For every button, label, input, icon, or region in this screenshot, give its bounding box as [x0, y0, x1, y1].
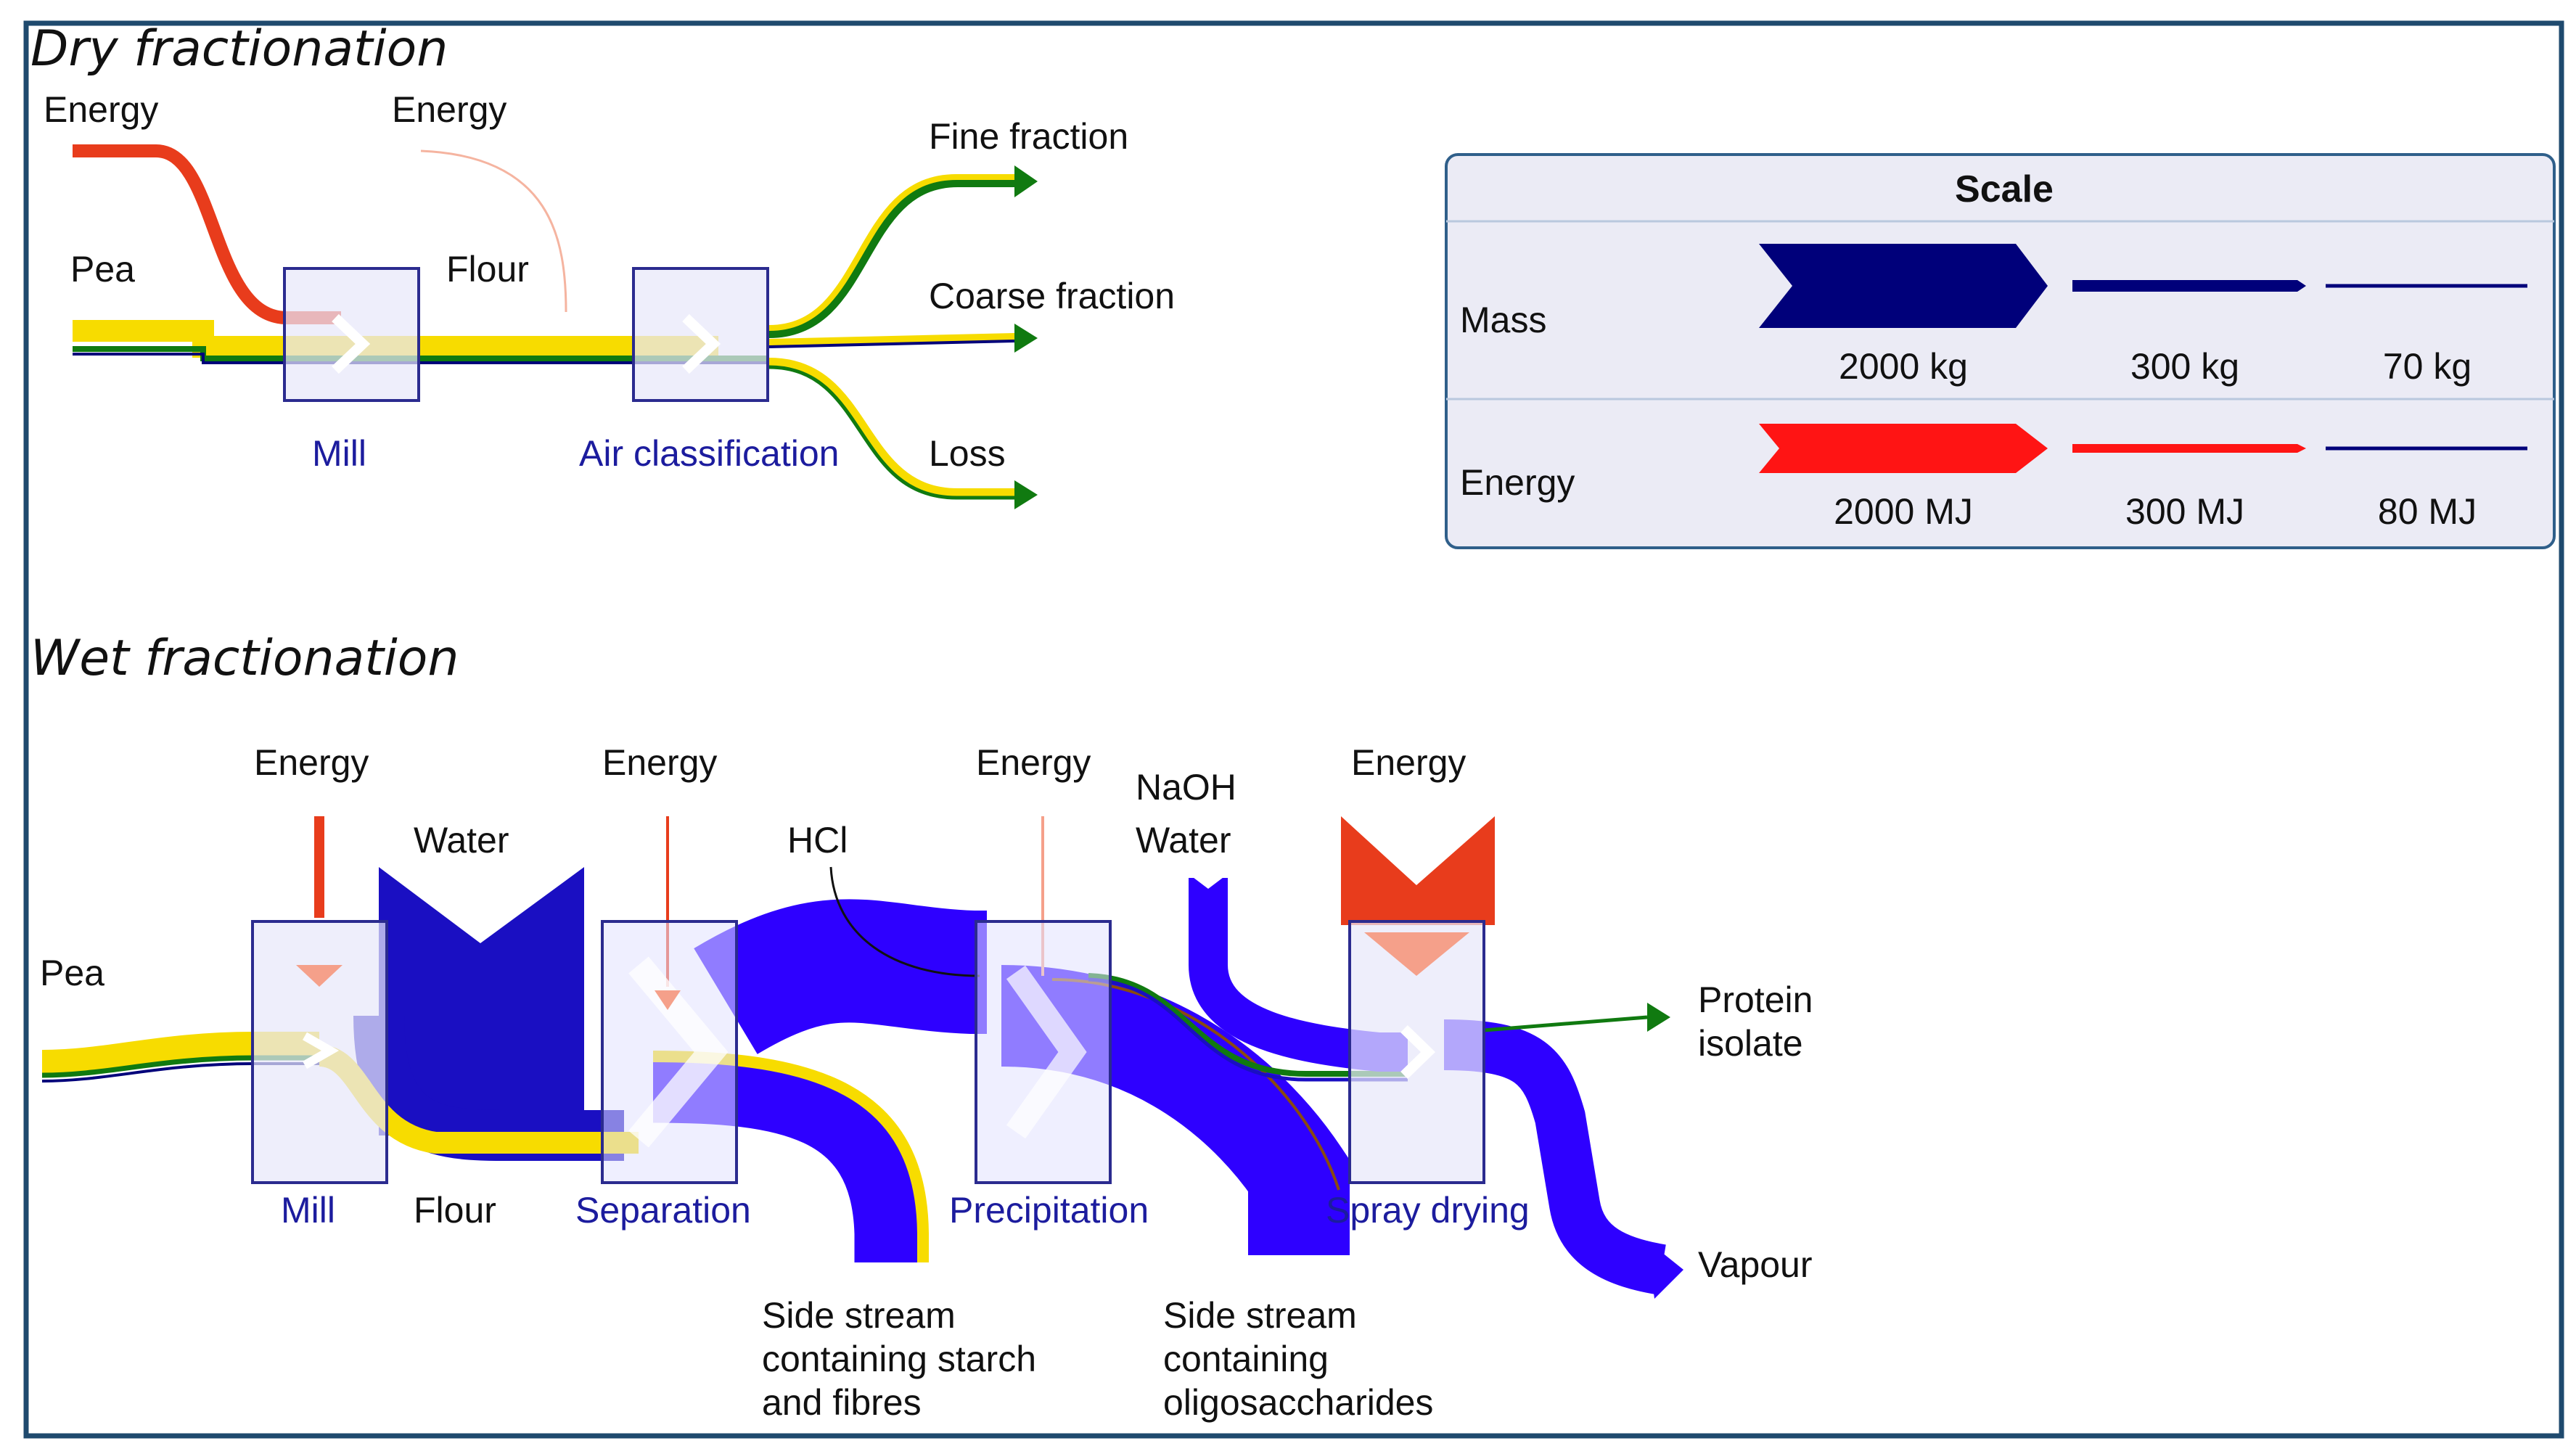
wet-precipitation-box [975, 920, 1112, 1184]
dry-energy-label-2: Energy [392, 89, 506, 130]
wet-vapour-flow [1443, 1019, 1667, 1295]
wet-precipitation-chevron [1006, 965, 1087, 1139]
arrow-fine-fraction [1014, 165, 1038, 197]
dry-coarse-flow [768, 333, 1017, 346]
wet-separation-label: Separation [575, 1190, 751, 1231]
dry-fine-flow-yellow [768, 174, 1014, 331]
wet-mill-energy-arrow [296, 965, 342, 987]
dry-flour-label: Flour [446, 249, 529, 289]
dry-energy-flow-1 [73, 144, 341, 324]
wet-side-stream-2-label-3: oligosaccharides [1163, 1382, 1433, 1423]
wet-spray-drying-chevron [1400, 1024, 1436, 1080]
wet-protein-isolate-label-1: Protein [1698, 979, 1813, 1020]
wet-protein-to-drying [1088, 973, 1408, 1077]
wet-water2-label: Water [1136, 820, 1231, 861]
dry-air-classification-label: Air classification [579, 433, 839, 474]
scale-energy-300-arrow [2072, 444, 2306, 453]
dry-pea-flow [73, 320, 718, 358]
scale-mass-2000-arrow [1759, 244, 2048, 328]
wet-protein-isolate-flow [1483, 1015, 1648, 1032]
dry-energy-label-1: Energy [44, 89, 158, 130]
wet-side-stream-2-label-1: Side stream [1163, 1295, 1357, 1336]
scale-mass-300-arrow [2072, 280, 2306, 292]
wet-spray-drying-label: Spray drying [1326, 1190, 1530, 1231]
dry-coarse-flow-blue [768, 340, 1017, 348]
scale-mass-label: Mass [1460, 300, 1546, 340]
dry-mill-chevron [332, 313, 371, 374]
wet-pea-flow [41, 1032, 319, 1076]
dry-fine-fraction-label: Fine fraction [929, 116, 1128, 157]
wet-energy-label-4: Energy [1351, 742, 1466, 783]
arrow-protein-isolate [1647, 1003, 1670, 1032]
wet-energy-label-3: Energy [976, 742, 1091, 783]
wet-side-stream-1-label-2: containing starch [762, 1339, 1036, 1379]
arrow-loss [1014, 480, 1038, 509]
wet-vapour-label: Vapour [1698, 1244, 1813, 1285]
wet-main-stream [694, 899, 987, 1055]
wet-side-stream-1-label-3: and fibres [762, 1382, 922, 1423]
scale-energy-value-3: 80 MJ [2378, 491, 2477, 532]
wet-pea-mass [41, 1062, 319, 1083]
dry-pea-label: Pea [70, 249, 135, 289]
wet-separation-energy-arrow [655, 990, 681, 1010]
wet-mass-to-drying [1088, 977, 1408, 1082]
wet-hcl-label: HCl [787, 820, 848, 861]
wet-spray-drying-energy-arrow [1364, 932, 1469, 976]
wet-flour-label: Flour [414, 1190, 496, 1231]
wet-precipitation-label: Precipitation [949, 1190, 1149, 1231]
wet-section-title: Wet fractionation [30, 630, 459, 687]
scale-mass-value-2: 300 kg [2130, 346, 2239, 387]
scale-mass-value-3: 70 kg [2383, 346, 2472, 387]
scale-energy-value-1: 2000 MJ [1834, 491, 1973, 532]
wet-side-stream-1-label-1: Side stream [762, 1295, 956, 1336]
dry-section-title: Dry fractionation [30, 20, 448, 78]
wet-water-input [379, 867, 584, 1135]
wet-hcl-line [829, 866, 980, 977]
outer-frame [23, 20, 2564, 1439]
wet-pea-label: Pea [40, 953, 104, 993]
dry-air-chevron [682, 313, 721, 374]
dry-mill-label: Mill [312, 433, 366, 474]
wet-mill-chevron [303, 1032, 340, 1069]
scale-energy-label: Energy [1460, 462, 1575, 503]
dry-mass-line [73, 353, 769, 364]
wet-energy-input-4 [1341, 816, 1495, 925]
arrow-coarse-fraction [1014, 324, 1038, 353]
scale-mass-value-1: 2000 kg [1839, 346, 1968, 387]
wet-mill-label: Mill [281, 1190, 335, 1231]
dry-flows [73, 144, 1017, 500]
wet-side-stream-2-label-2: containing [1163, 1339, 1329, 1379]
wet-protein-isolate-label-2: isolate [1698, 1023, 1803, 1064]
wet-naoh-water-notch [1184, 871, 1232, 889]
wet-pea-protein [41, 1055, 319, 1078]
dry-fine-flow [768, 176, 1016, 338]
dry-loss-flow [768, 358, 1016, 498]
scale-legend: Scale Mass Energy 2000 kg 300 kg 70 kg 2… [1445, 153, 2556, 549]
wet-naoh-label: NaOH [1136, 767, 1236, 808]
wet-water-label: Water [414, 820, 509, 861]
dry-loss-flow-green [768, 365, 1014, 500]
wet-vapour-tip [1647, 1241, 1683, 1299]
scale-energy-2000-arrow [1759, 424, 2048, 473]
dry-loss-label: Loss [929, 433, 1006, 474]
wet-energy-label-1: Energy [254, 742, 369, 783]
dry-coarse-fraction-label: Coarse fraction [929, 276, 1175, 316]
scale-title: Scale [1955, 168, 2054, 210]
dry-energy-flow-2 [420, 149, 567, 313]
scale-energy-value-2: 300 MJ [2125, 491, 2244, 532]
wet-energy-label-2: Energy [602, 742, 717, 783]
